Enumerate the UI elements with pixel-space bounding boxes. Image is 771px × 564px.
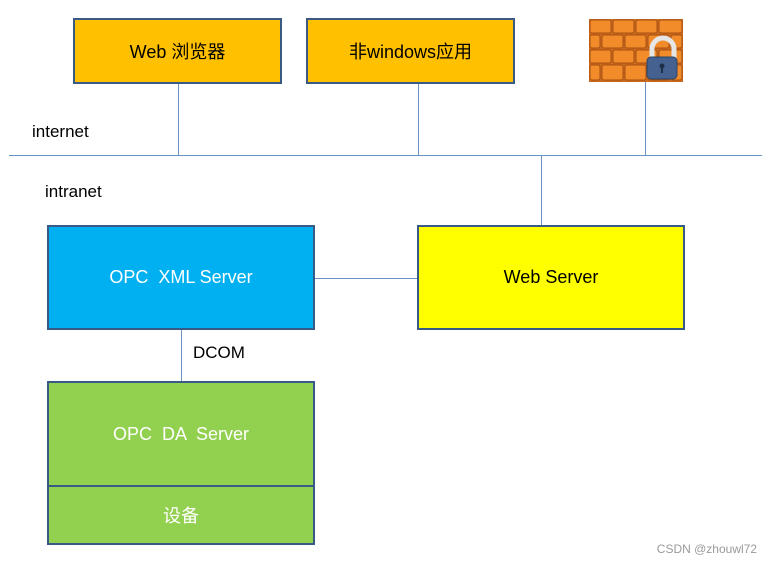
internet-label: internet (32, 122, 89, 141)
network-boundary-line (9, 155, 762, 156)
device-label: 设备 (163, 506, 199, 526)
web-browser-label: Web 浏览器 (129, 42, 226, 62)
firewall-connector (645, 82, 646, 156)
opc-xml-server-label: OPC XML Server (109, 267, 253, 287)
padlock-icon (646, 35, 678, 80)
opc-da-server-box: OPC DA Server (47, 381, 315, 487)
browser-connector (178, 84, 179, 156)
firewall-icon (589, 19, 683, 82)
opc-xml-server-box: OPC XML Server (47, 225, 315, 330)
non-windows-connector (418, 84, 419, 156)
non-windows-app-box: 非windows应用 (306, 18, 515, 84)
intranet-label: intranet (45, 182, 102, 201)
dcom-label: DCOM (193, 343, 245, 362)
opc-da-server-label: OPC DA Server (112, 423, 250, 444)
watermark: CSDN @zhouwl72 (656, 542, 757, 556)
xml-web-connector (315, 278, 417, 279)
web-server-connector (541, 156, 542, 226)
web-server-box: Web Server (417, 225, 685, 330)
dcom-connector (181, 330, 182, 382)
non-windows-app-label: 非windows应用 (348, 42, 473, 62)
web-browser-box: Web 浏览器 (73, 18, 282, 84)
web-server-label: Web Server (503, 267, 599, 287)
device-box: 设备 (47, 485, 315, 545)
